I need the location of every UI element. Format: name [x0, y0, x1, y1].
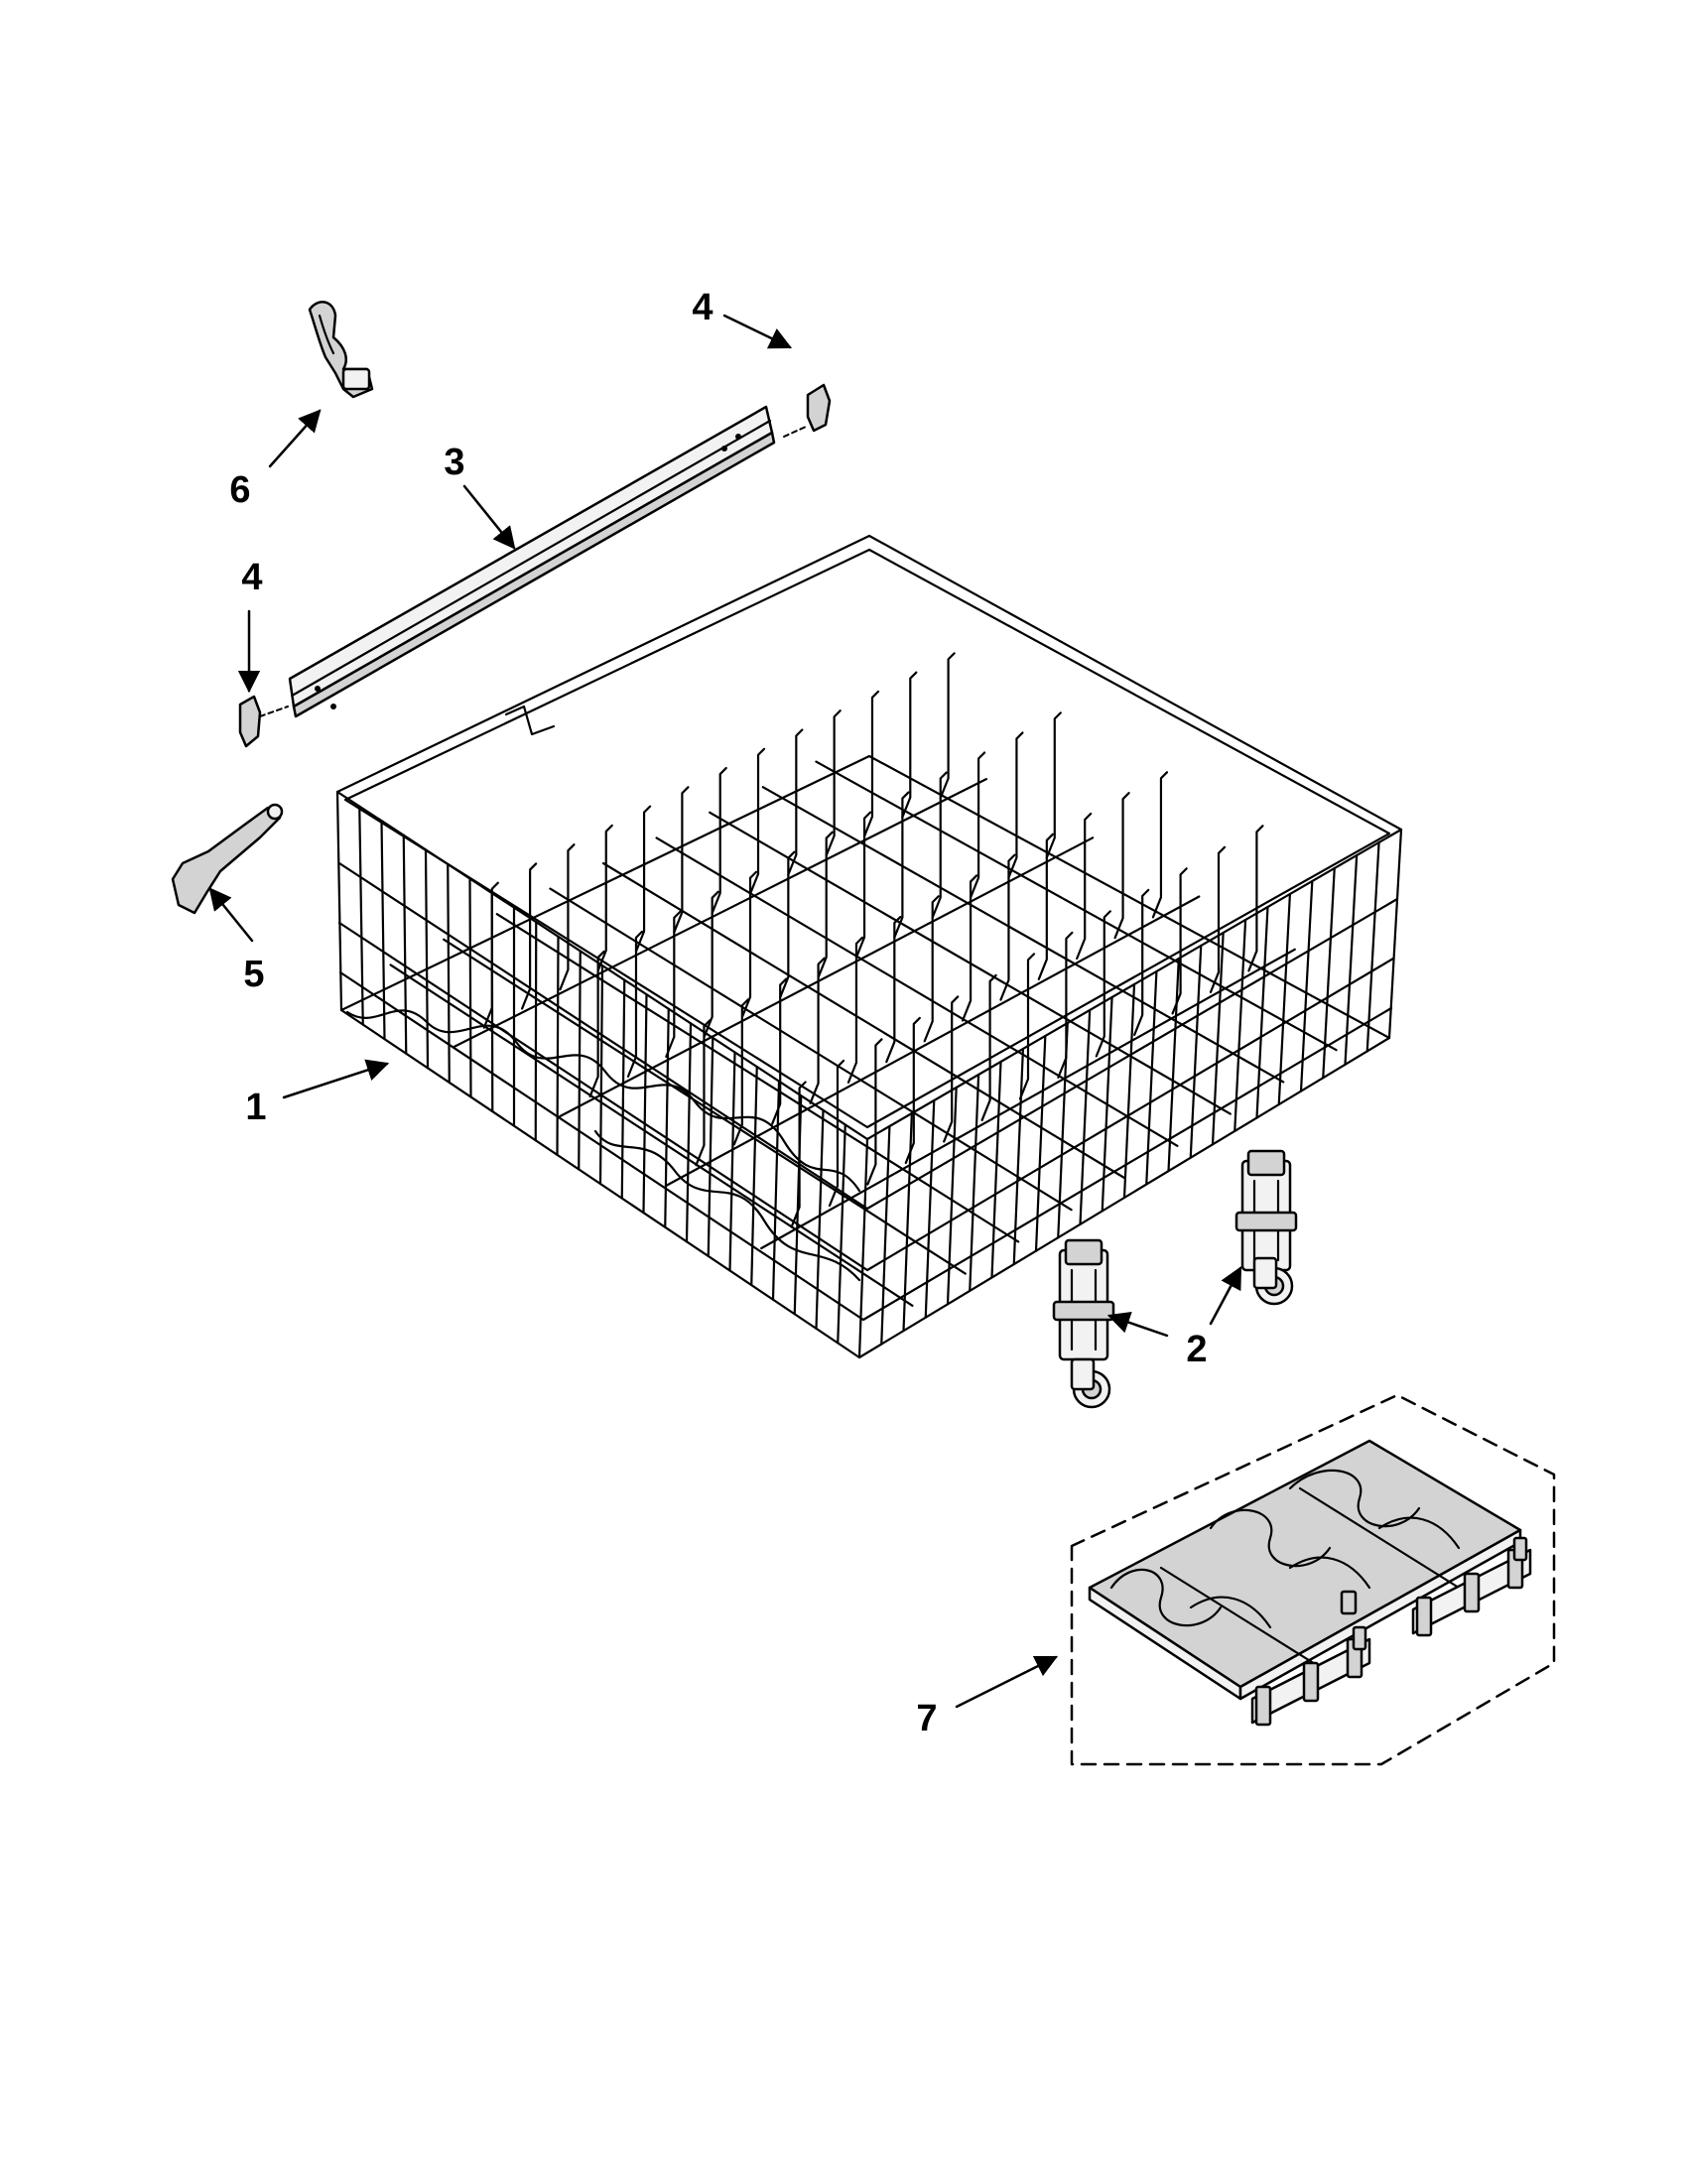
part-5-lever[interactable] [171, 803, 284, 915]
callout-2: 2 [1186, 1329, 1207, 1370]
callout-3: 3 [444, 442, 464, 483]
part-2-roller-right[interactable] [1234, 1149, 1298, 1306]
part-7-clip-upper [1411, 1536, 1532, 1637]
part-3-rail[interactable] [288, 405, 776, 718]
part-7-kit[interactable] [1070, 1393, 1556, 1766]
callout-7: 7 [916, 1698, 937, 1739]
callout-4-top: 4 [692, 287, 713, 328]
part-4-end-cap-left[interactable] [238, 695, 289, 748]
part-4-end-cap-top[interactable] [783, 383, 832, 438]
part-6-adjuster[interactable] [308, 301, 374, 399]
part-7-tray [1088, 1439, 1522, 1701]
callout-5: 5 [243, 954, 264, 995]
leader-arrows [208, 314, 1242, 1709]
callout-4-left: 4 [241, 557, 262, 598]
part-1-dishrack[interactable] [335, 534, 1403, 1359]
part-2-roller-left[interactable] [1052, 1238, 1115, 1409]
part-7-clip-lower [1250, 1625, 1371, 1727]
callout-6: 6 [229, 469, 250, 511]
callout-1: 1 [245, 1087, 266, 1128]
